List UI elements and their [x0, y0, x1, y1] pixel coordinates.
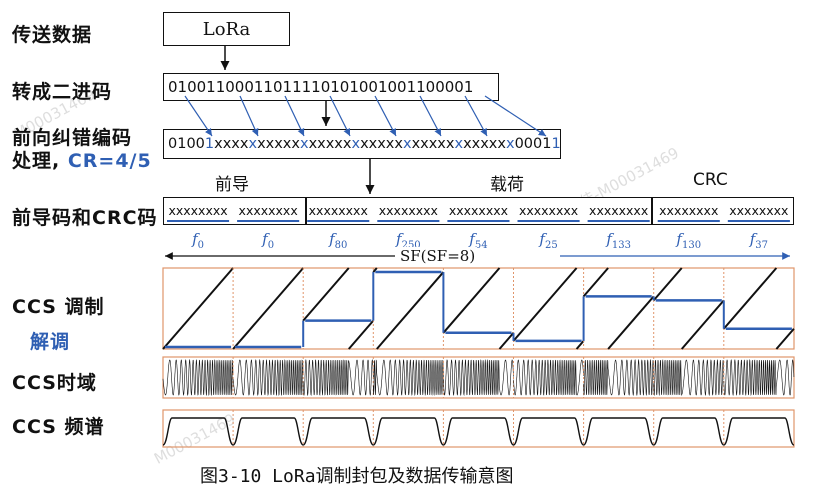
label-fec-line1: 前向纠错编码 [12, 127, 133, 149]
frequency-label: f54 [469, 230, 488, 251]
label-fec-process: 处理, [12, 150, 61, 172]
spectrum-curve [442, 417, 515, 446]
fec-prefix: 0100 [168, 136, 205, 152]
time-waveform [232, 358, 304, 397]
label-ccs-spectrum: CCS 频谱 [12, 416, 105, 438]
label-ccs-mod: CCS 调制 [12, 296, 105, 318]
fec-mapping-arrows [184, 95, 547, 137]
chirp-line [723, 267, 795, 350]
spectrum-curve [723, 417, 795, 446]
spectrum-curve [582, 417, 655, 446]
frequency-label: f250 [396, 230, 421, 251]
fec-parity-bit: 1 [551, 136, 561, 152]
symbol-label: xxxxxxxx [518, 203, 579, 218]
spectrum-curve [653, 417, 725, 446]
fec-suffix: 0001 [514, 136, 552, 152]
chirp-line [442, 267, 515, 350]
fec-parity-bit: 1 [204, 136, 215, 152]
label-send-data: 传送数据 [12, 24, 93, 46]
time-waveform [583, 358, 654, 397]
fec-arrow [329, 95, 351, 137]
time-waveform [513, 359, 584, 396]
frequency-label: f133 [606, 230, 631, 251]
spectrum-curve [232, 417, 304, 446]
spectrum-curve [372, 417, 445, 446]
chirp-line [512, 267, 585, 350]
symbol-label: xxxxxxxx [659, 203, 719, 218]
ccs-time-frame [162, 356, 795, 399]
symbol-label: xxxxxxxx [589, 203, 649, 218]
label-code-rate: CR=4/5 [67, 150, 152, 172]
fec-arrow [239, 95, 259, 137]
fec-arrow [284, 95, 305, 137]
sf-label: SF(SF=8) [398, 247, 478, 265]
chirp-line [652, 267, 725, 350]
symbol-label: xxxxxxxx [168, 203, 228, 218]
frequency-label: f0 [262, 230, 275, 251]
fec-data: xxxxx [308, 136, 352, 152]
chirp-line [162, 267, 234, 350]
time-waveform [302, 358, 374, 397]
spectrum-curve [512, 417, 585, 446]
frequency-label: f0 [192, 230, 205, 251]
label-ccs-time: CCS时域 [12, 372, 97, 394]
section-preamble: 前导 [215, 175, 249, 195]
fec-arrow [464, 95, 488, 137]
ccs-spectrum-frame [162, 409, 795, 448]
time-waveform [162, 358, 234, 397]
label-to-binary: 转成二进码 [12, 81, 113, 103]
fec-data: xxxxx [411, 136, 455, 152]
symbol-label: xxxxxxxx [308, 203, 368, 218]
symbol-label: xxxxxxxx [238, 203, 298, 218]
frequency-label: f25 [539, 230, 558, 251]
fec-arrow [374, 95, 397, 137]
fec-data: xxxxx [257, 136, 300, 152]
fec-data: xxxxx [360, 136, 403, 152]
frequency-label: f80 [329, 230, 348, 251]
symbol-label: xxxxxxxx [378, 203, 438, 218]
time-waveform [723, 358, 795, 397]
chirp-line [302, 267, 375, 350]
symbol-label: xxxxxxxx [729, 203, 789, 218]
spectrum-curve [302, 417, 374, 446]
section-crc: CRC [693, 170, 728, 190]
fec-data: xxxx [214, 136, 249, 152]
chirp-line [232, 267, 304, 350]
binary-bits: 0100110001101111010100100110000 [168, 78, 464, 96]
plot-area [162, 220, 795, 448]
binary-last-bit: 1 [463, 78, 474, 96]
ccs-modulation-frame [162, 267, 795, 350]
fec-arrow [484, 95, 547, 137]
section-payload: 载荷 [490, 175, 524, 195]
fec-parity-bit: x [299, 136, 309, 152]
fec-parity-bit: x [454, 136, 464, 152]
label-preamble-crc: 前导码和CRC码 [12, 207, 158, 229]
fec-parity-bit: x [505, 136, 515, 152]
frequency-label: f37 [749, 230, 768, 251]
fec-arrow [184, 95, 213, 137]
frequency-label: f130 [676, 230, 702, 251]
spectrum-curve [162, 417, 234, 446]
fec-parity-bit: x [351, 136, 361, 152]
figure-caption: 图3-10 LoRa调制封包及数据传输意图 [200, 466, 514, 487]
time-waveform [443, 359, 514, 397]
fec-parity-bit: x [402, 136, 412, 152]
chirp-line [372, 267, 445, 350]
time-waveform [653, 359, 725, 397]
fec-arrow [419, 95, 442, 137]
time-waveform [373, 359, 444, 397]
label-demod: 解调 [30, 331, 71, 353]
symbol-label: xxxxxxxx [448, 203, 509, 218]
input-data-box: LoRa [163, 12, 290, 46]
label-fec-line2: 处理, CR=4/5 [12, 146, 152, 173]
fec-data: xxxxx [463, 136, 506, 152]
fec-parity-bit: x [248, 136, 258, 152]
chirp-line [582, 267, 655, 350]
